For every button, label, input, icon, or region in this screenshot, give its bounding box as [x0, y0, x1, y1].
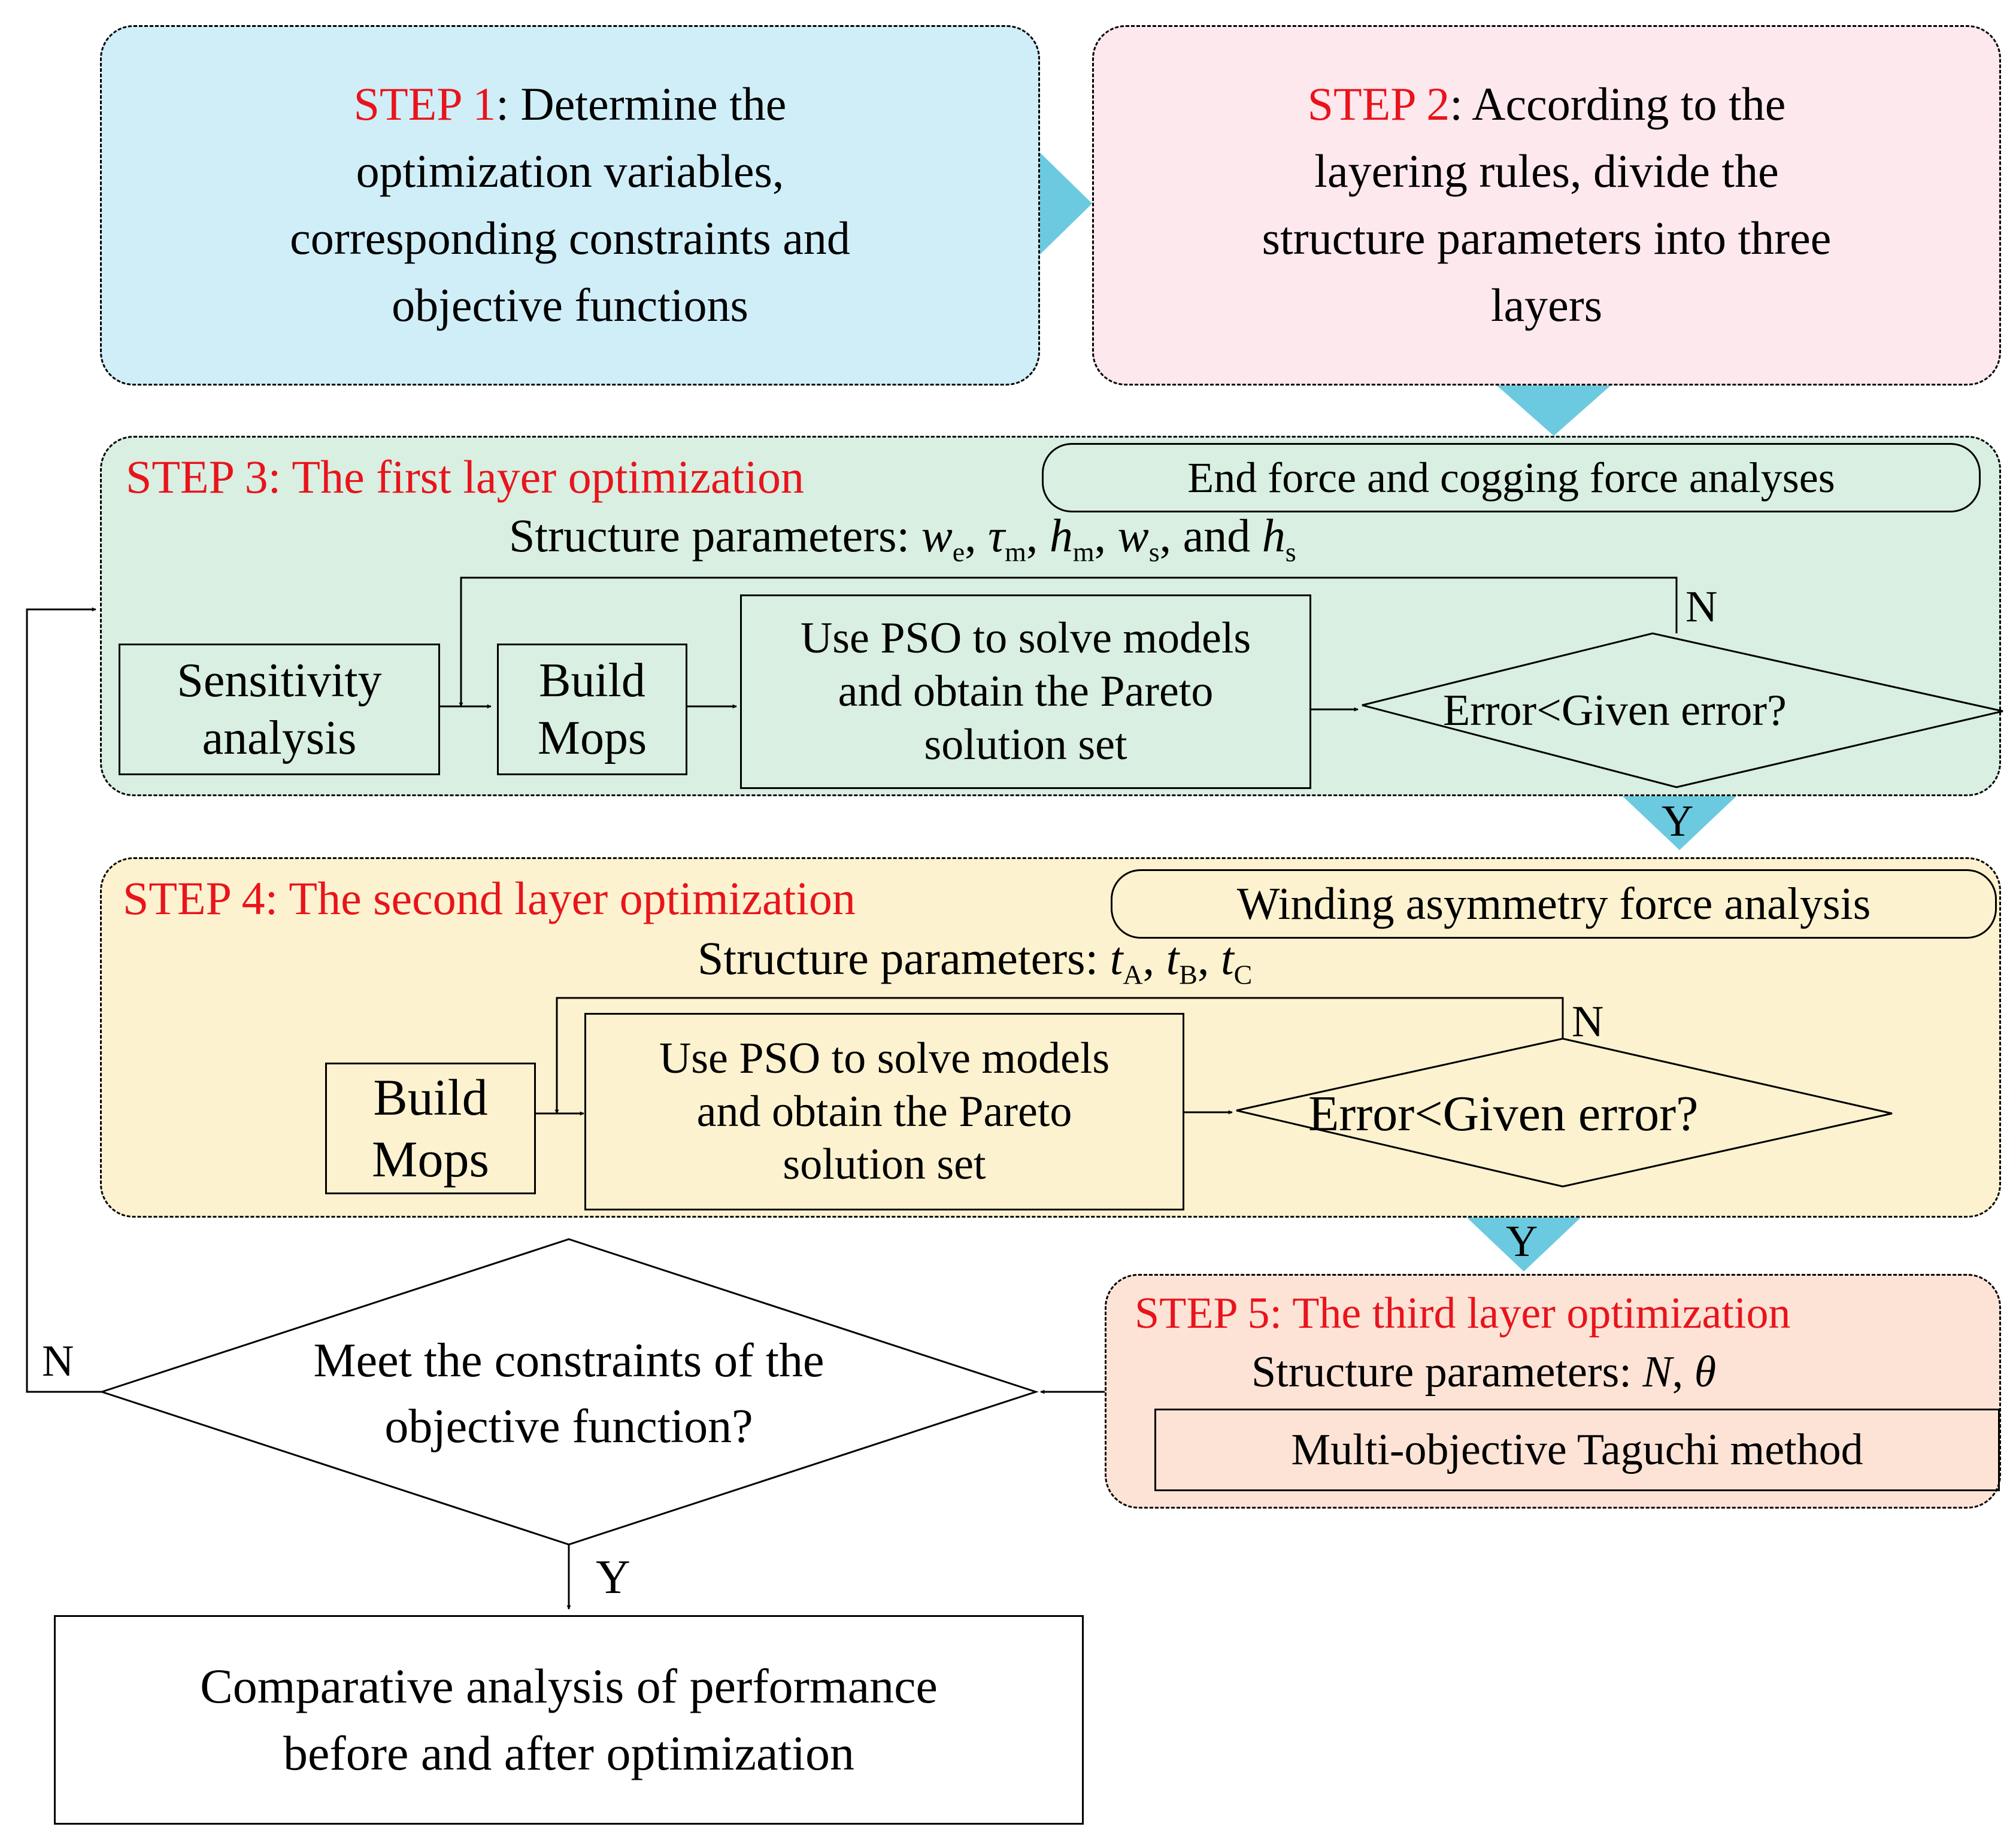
step2-tag: STEP 2	[1307, 78, 1450, 130]
step2-panel	[1092, 25, 2001, 386]
step4-analysis-label: Winding asymmetry force analysis	[1111, 869, 1997, 939]
block-arrow-step1-to-step2	[1040, 153, 1092, 254]
decision-step3-label: Error<Given error?	[1443, 686, 1787, 735]
step1-tag: STEP 1	[353, 78, 496, 130]
diamond-final	[99, 1238, 1039, 1546]
loop-final-no	[26, 607, 102, 1393]
step4-params: Structure parameters: tA, tB, tC	[698, 932, 1253, 990]
build-mops-box-2: Build Mops	[325, 1063, 536, 1194]
step3-params: Structure parameters: we, τm, hm, ws, an…	[509, 509, 1296, 568]
step4-yes-label: Y	[1506, 1217, 1538, 1266]
step4-params-label: Structure parameters:	[698, 932, 1110, 984]
step2-line3: structure parameters into three	[1262, 212, 1832, 264]
diamond-step3	[1362, 632, 2003, 788]
pso-box-2: Use PSO to solve models and obtain the P…	[584, 1013, 1184, 1210]
step3-yes-label: Y	[1662, 797, 1694, 846]
step2-line1: : According to the	[1450, 78, 1786, 130]
flow-arrowhead-markers	[1040, 153, 1736, 1272]
step4-title: STEP 4: The second layer optimization	[123, 872, 856, 924]
step5-params: Structure parameters: N, θ	[1251, 1348, 1717, 1397]
block-arrow-step4-to-step5	[1467, 1218, 1581, 1272]
step1-line4: objective functions	[392, 279, 748, 331]
step3-params-label: Structure parameters:	[509, 509, 921, 562]
step1-line3: corresponding constraints and	[290, 212, 850, 264]
final-decision-label: Meet the constraints of the objective fu…	[180, 1328, 958, 1459]
result-box: Comparative analysis of performance befo…	[54, 1615, 1084, 1825]
step1-text: STEP 1: Determine the optimization varia…	[100, 71, 1040, 339]
result-line1: Comparative analysis of performance	[200, 1659, 938, 1713]
pso-box-1: Use PSO to solve models and obtain the P…	[740, 594, 1311, 789]
final-yes-label: Y	[596, 1551, 630, 1604]
build-mops-box-1: Build Mops	[497, 644, 687, 775]
step2-line2: layering rules, divide the	[1314, 145, 1779, 197]
step2-text: STEP 2: According to the layering rules,…	[1092, 71, 2001, 339]
result-line2: before and after optimization	[283, 1726, 854, 1780]
final-no-label: N	[42, 1337, 74, 1386]
step3-no-label: N	[1685, 582, 1718, 632]
diamond-step4	[1236, 1037, 1893, 1188]
taguchi-method-box: Multi-objective Taguchi method	[1154, 1409, 2000, 1491]
final-decision-line2: objective function?	[384, 1400, 753, 1453]
decision-step4-label: Error<Given error?	[1308, 1086, 1699, 1142]
block-arrow-step3-to-step4	[1623, 796, 1736, 850]
step3-analysis-label: End force and cogging force analyses	[1042, 443, 1981, 512]
sensitivity-analysis-box: Sensitivity analysis	[119, 644, 440, 775]
step3-title: STEP 3: The first layer optimization	[126, 451, 804, 503]
step4-panel	[100, 857, 2001, 1218]
step5-panel	[1105, 1274, 2001, 1509]
step4-no-label: N	[1572, 997, 1604, 1046]
step2-line4: layers	[1490, 279, 1603, 331]
step1-panel	[100, 25, 1040, 386]
block-arrow-step2-to-step3	[1497, 386, 1611, 436]
step5-title: STEP 5: The third layer optimization	[1135, 1289, 1791, 1338]
loop-step3-no	[459, 576, 1678, 707]
step5-params-label: Structure parameters:	[1251, 1348, 1643, 1397]
step1-line1: : Determine the	[496, 78, 787, 130]
step1-line2: optimization variables,	[356, 145, 784, 197]
loop-step4-no	[554, 997, 1564, 1114]
final-decision-line1: Meet the constraints of the	[313, 1334, 824, 1387]
